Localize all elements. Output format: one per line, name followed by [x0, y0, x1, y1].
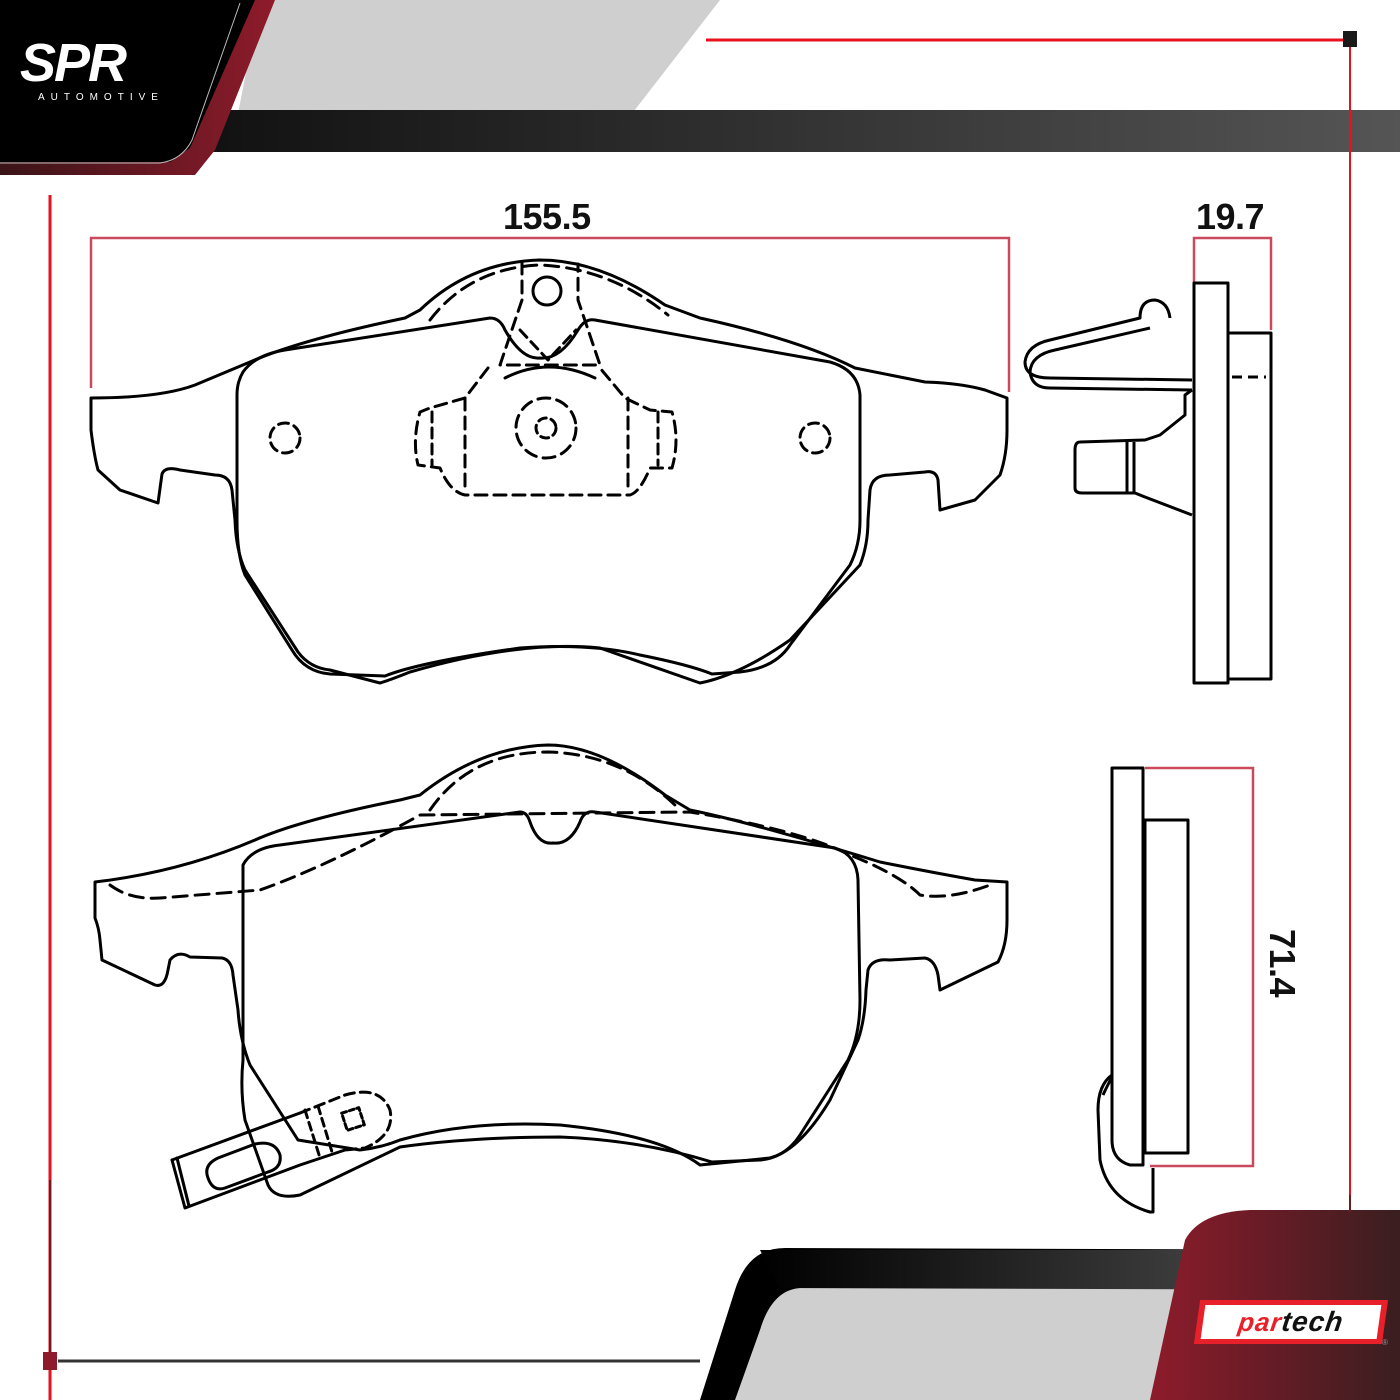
dimension-lines [89, 236, 1273, 1168]
brand-subtitle: AUTOMOTIVE [38, 92, 164, 103]
dimension-width-label: 155.5 [503, 196, 591, 237]
dimension-height-label: 71.4 [1262, 928, 1304, 998]
spr-logo: SPR AUTOMOTIVE [20, 36, 180, 103]
front-view-top [89, 258, 1009, 685]
partech-brand-right: tech [1279, 1306, 1346, 1337]
side-view-top [1023, 281, 1273, 685]
side-view-bottom [1096, 766, 1190, 1214]
partech-brand-left: par [1236, 1306, 1285, 1337]
dimension-thickness-label: 19.7 [1196, 196, 1265, 237]
registered-mark: ® [1382, 1338, 1388, 1347]
front-view-bottom [93, 743, 1009, 1210]
brand-name: SPR [20, 33, 127, 93]
